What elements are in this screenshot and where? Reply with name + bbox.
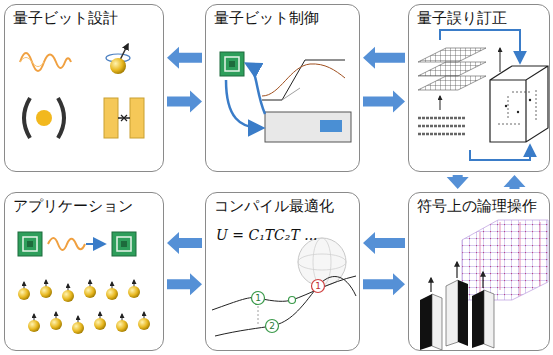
flow-arrow (363, 47, 405, 69)
stage-box: 量子ビット設計 (4, 4, 164, 172)
stage-title: コンパイル最適化 (206, 193, 342, 216)
flow-arrow (167, 273, 202, 295)
flow-arrow (167, 47, 202, 69)
stage-title: 符号上の論理操作 (409, 193, 545, 216)
flow-arrow (167, 232, 202, 254)
stage-title: 量子ビット制御 (206, 5, 327, 28)
stage-box: 量子誤り訂正 (408, 4, 550, 172)
callout-number: 2 (266, 320, 278, 332)
qubit-design-art (20, 44, 144, 138)
stage-box: コンパイル最適化 (205, 192, 360, 351)
flow-arrow (504, 175, 526, 189)
flow-arrow (363, 232, 405, 254)
error-correction-art (418, 30, 548, 160)
stage-box: 符号上の論理操作 (408, 192, 550, 351)
flow-arrow (167, 90, 202, 112)
stage-title: アプリケーション (5, 193, 141, 216)
stage-title: 量子ビット設計 (5, 5, 126, 28)
flow-arrow (447, 175, 469, 189)
equation-label: U = C₁TC₂T ... (216, 226, 318, 244)
stage-title: 量子誤り訂正 (409, 5, 515, 28)
callout-number: 1 (312, 280, 324, 292)
flow-arrow (363, 90, 405, 112)
logical-operation-art (420, 220, 548, 350)
stage-box: 量子ビット制御 (205, 4, 360, 172)
qubit-control-art (220, 52, 351, 142)
callout-number: 1 (252, 292, 264, 304)
stage-box: アプリケーション (4, 192, 164, 351)
flow-arrow (363, 273, 405, 295)
application-art (18, 232, 150, 334)
compile-art (212, 238, 356, 336)
